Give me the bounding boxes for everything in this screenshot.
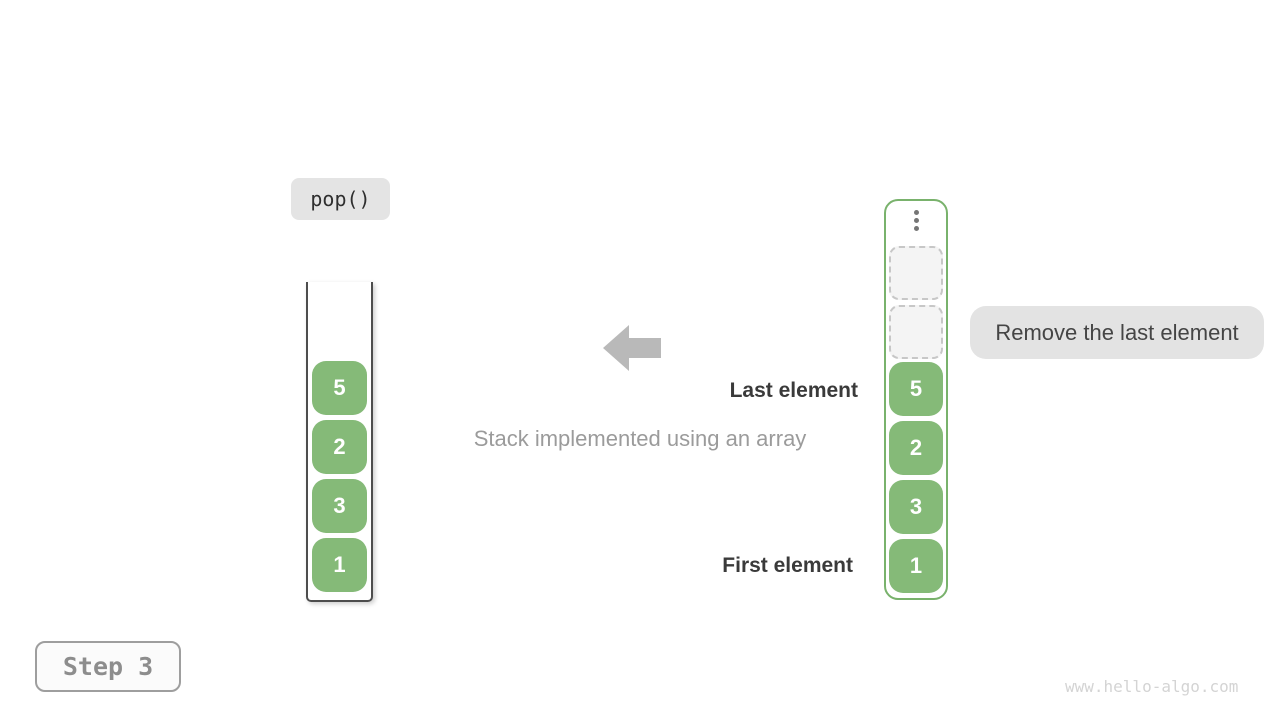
remove-last-element-tooltip: Remove the last element xyxy=(970,306,1264,359)
ellipsis-dot xyxy=(913,218,919,223)
stack-cell: 1 xyxy=(312,538,367,592)
array-cell: 1 xyxy=(889,539,943,593)
site-watermark: www.hello-algo.com xyxy=(1065,677,1239,696)
ellipsis-dot xyxy=(913,210,919,215)
array-cell: 3 xyxy=(889,480,943,534)
left-arrow-icon xyxy=(603,325,661,371)
step-badge: Step 3 xyxy=(35,641,181,692)
empty-slot xyxy=(889,246,943,300)
stack-container: 5 2 3 1 xyxy=(306,282,373,602)
vertical-ellipsis-icon xyxy=(886,210,946,231)
array-container: 5 2 3 1 xyxy=(884,199,948,600)
stack-cell: 5 xyxy=(312,361,367,415)
last-element-label: Last element xyxy=(729,379,858,402)
stack-cell: 2 xyxy=(312,420,367,474)
stack-cell: 3 xyxy=(312,479,367,533)
pop-operation-label: pop() xyxy=(291,178,390,220)
diagram-caption: Stack implemented using an array xyxy=(473,426,807,451)
array-cell: 2 xyxy=(889,421,943,475)
empty-slot xyxy=(889,305,943,359)
first-element-label: First element xyxy=(722,554,853,577)
array-cell: 5 xyxy=(889,362,943,416)
ellipsis-dot xyxy=(913,226,919,231)
